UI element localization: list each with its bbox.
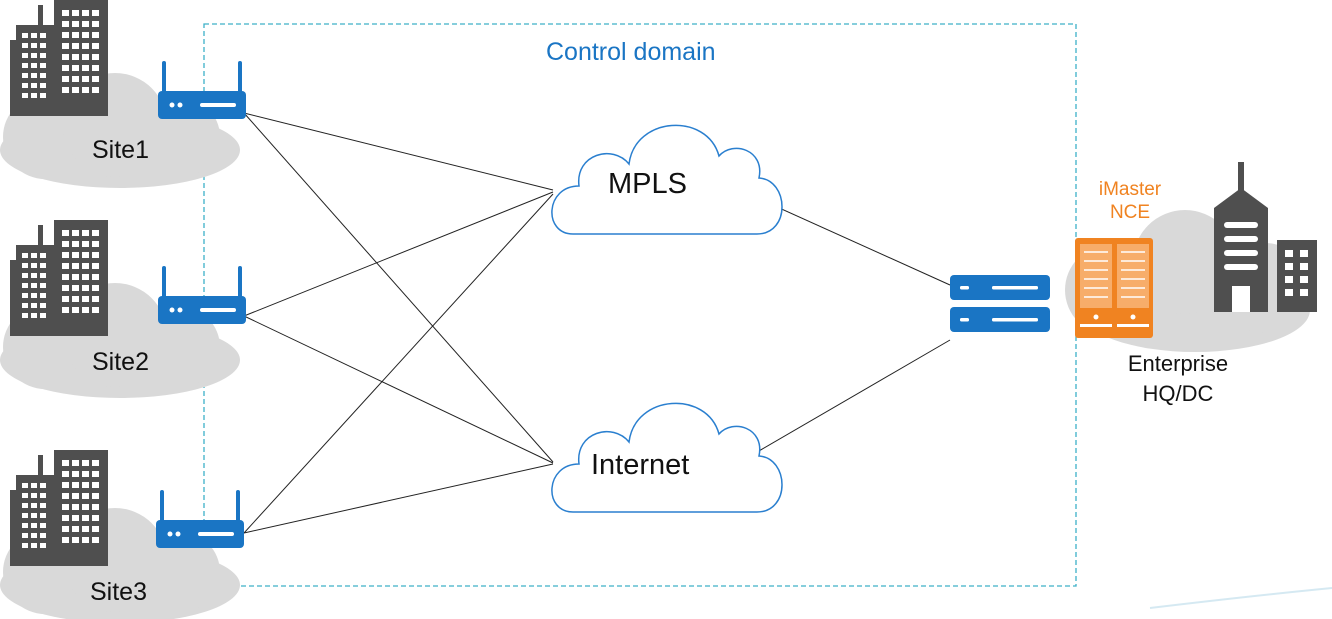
hq-gateway-icon: [950, 275, 1050, 332]
control-domain-label: Control domain: [546, 38, 716, 66]
link-site1-internet: [243, 112, 554, 463]
site1-router-icon: [158, 61, 246, 119]
site3-building-icon: [10, 450, 108, 566]
imaster-nce-label: iMaster NCE: [1082, 178, 1178, 224]
hq-tower-icon: [1214, 162, 1317, 312]
link-site1-mpls: [243, 112, 554, 191]
mpls-label: MPLS: [608, 168, 687, 200]
link-site3-mpls: [243, 193, 554, 534]
imaster-nce-label-line2: NCE: [1109, 202, 1151, 223]
link-site2-mpls: [243, 191, 554, 317]
internet-label: Internet: [591, 449, 690, 481]
link-internet-hq: [751, 339, 951, 456]
site2-router-icon: [158, 266, 246, 324]
imaster-nce-label-line1: iMaster: [1098, 179, 1162, 200]
link-mpls-hq: [754, 196, 951, 286]
site3-router-icon: [156, 490, 244, 548]
decorative-swoosh: [1149, 587, 1332, 609]
site1-label: Site1: [92, 136, 149, 164]
link-site2-internet: [243, 315, 554, 464]
site2-building-icon: [10, 220, 108, 336]
imaster-nce-server-icon: [1075, 238, 1153, 338]
site3-label: Site3: [90, 578, 147, 606]
link-site3-internet: [243, 463, 554, 534]
enterprise-label-line1: Enterprise: [1127, 351, 1229, 376]
enterprise-label: Enterprise HQ/DC: [1108, 349, 1248, 409]
wan-links: [243, 112, 951, 534]
site2-label: Site2: [92, 348, 149, 376]
enterprise-label-line2: HQ/DC: [1142, 381, 1214, 406]
site1-building-icon: [10, 0, 108, 116]
